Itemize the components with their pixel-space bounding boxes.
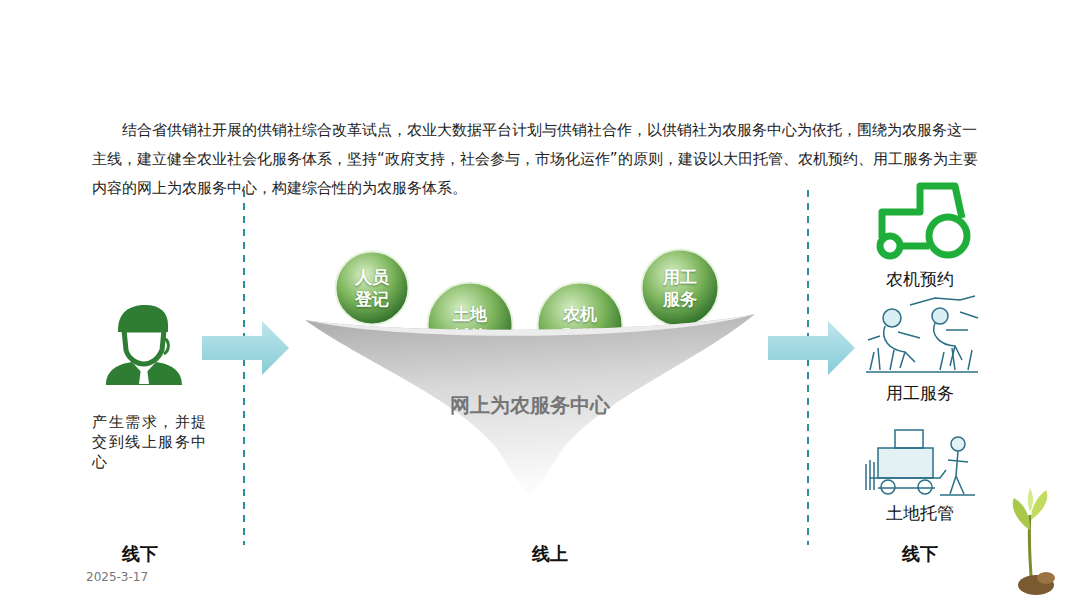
circle-label: 人员 登记 bbox=[352, 266, 391, 310]
zone-label: 线下 bbox=[880, 542, 960, 566]
intro-paragraph: 结合省供销社开展的供销社综合改革试点，农业大数据平台计划与供销社合作，以供销社为… bbox=[92, 116, 984, 203]
flow-arrow bbox=[768, 321, 855, 375]
circle-shape bbox=[334, 250, 410, 326]
date-stamp: 2025-3-17 bbox=[86, 570, 176, 584]
worker-illustration bbox=[866, 296, 978, 372]
center-label: 网上为农服务中心 bbox=[300, 392, 760, 419]
flow-arrow bbox=[202, 321, 289, 375]
zone-label: 线下 bbox=[100, 542, 180, 566]
separator-line bbox=[243, 190, 245, 545]
separator-line bbox=[807, 190, 809, 545]
plant-decoration bbox=[1013, 488, 1055, 595]
service-label: 农机预约 bbox=[870, 268, 970, 290]
circle-shape bbox=[640, 248, 720, 328]
requirement-note: 产生需求，并提交到线上服务中心 bbox=[92, 412, 206, 472]
zone-label: 线上 bbox=[510, 542, 590, 566]
service-circle: 用工 服务 bbox=[640, 248, 720, 328]
service-label: 用工服务 bbox=[870, 382, 970, 404]
harvester-illustration bbox=[866, 430, 975, 495]
circle-label: 用工 服务 bbox=[660, 266, 699, 310]
person-icon bbox=[106, 305, 182, 385]
service-label: 土地托管 bbox=[870, 502, 970, 524]
tractor-icon bbox=[880, 186, 967, 256]
service-center-funnel: 网上为农服务中心 bbox=[300, 300, 760, 495]
service-circle: 人员 登记 bbox=[334, 250, 410, 326]
